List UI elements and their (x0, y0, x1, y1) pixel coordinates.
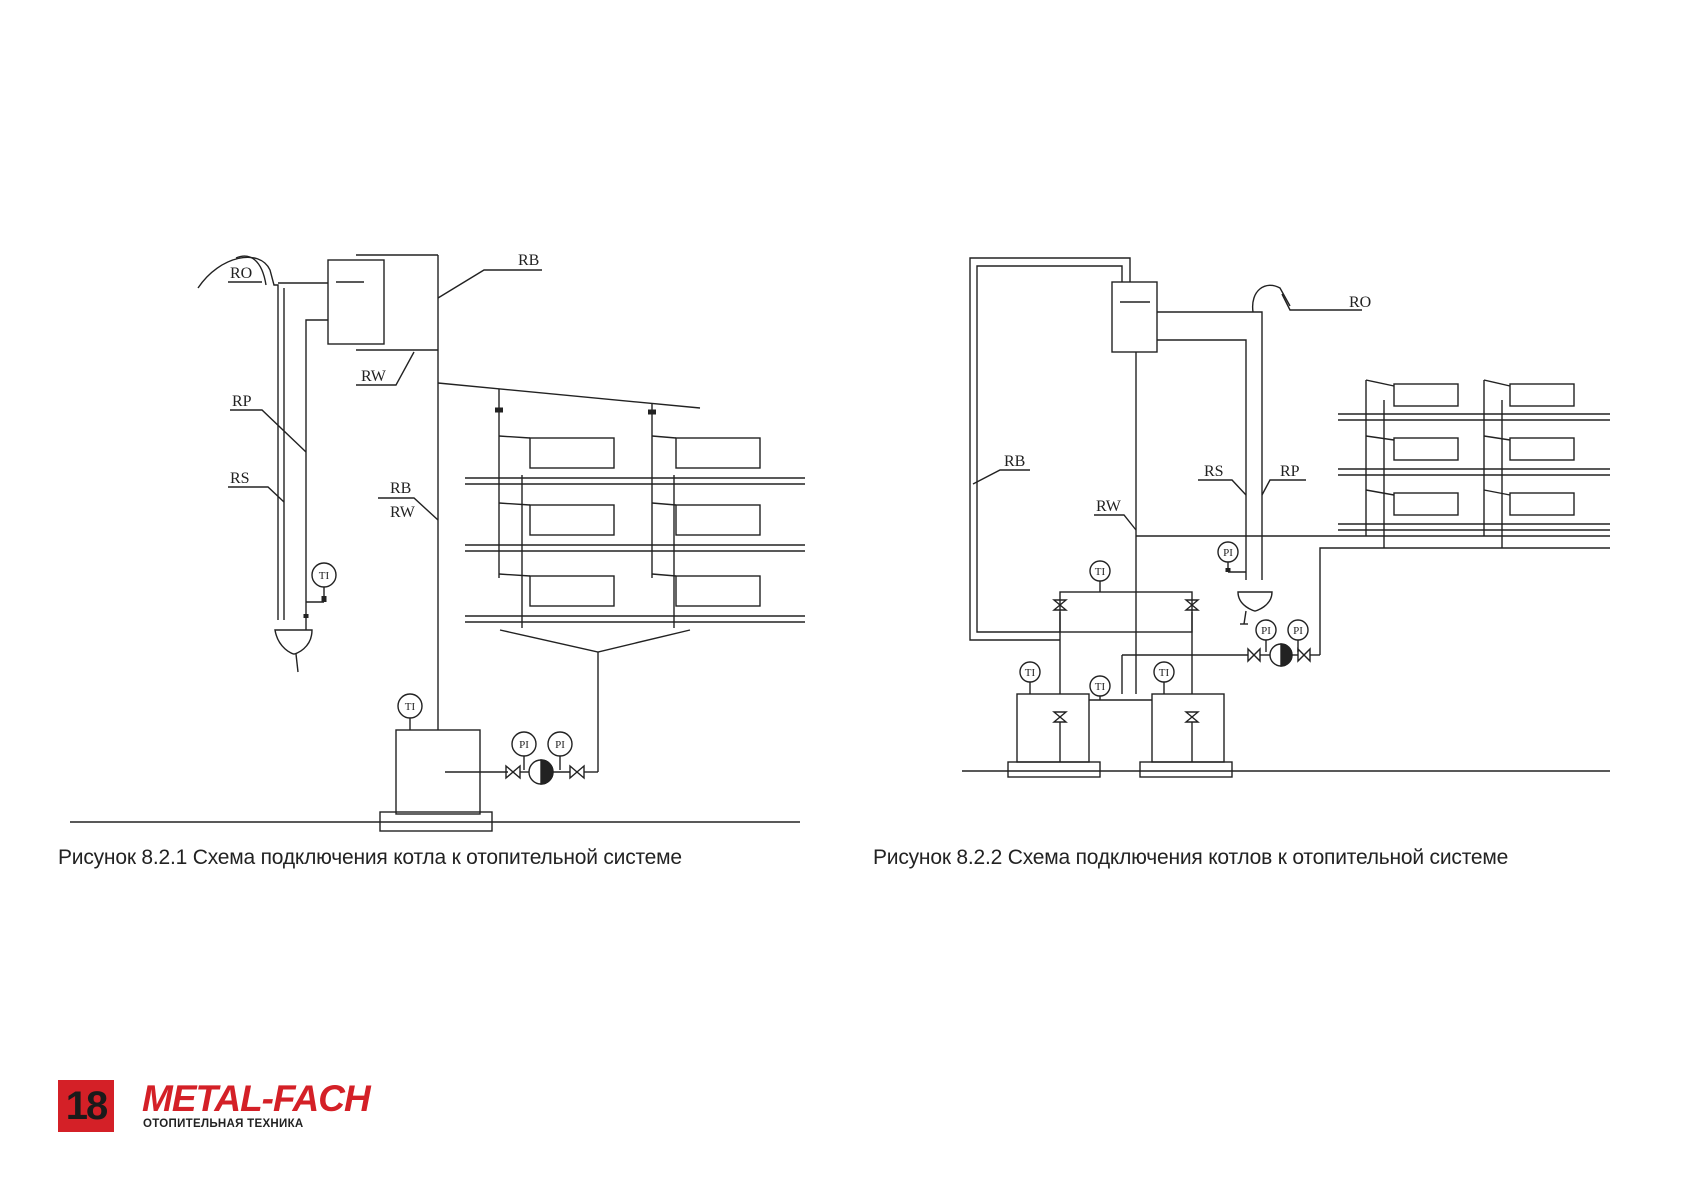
d2-collector (1059, 591, 1193, 633)
d2-pi-top: PI (1217, 541, 1246, 573)
d1-ti-left: TI (306, 562, 337, 603)
d1-label-rb-top: RB (518, 252, 539, 269)
d2-ti-boiler-1: TI (1019, 661, 1041, 694)
d2-boiler-2-base (1139, 761, 1233, 778)
d2-label-rp: RP (1280, 463, 1300, 480)
d1-ti-boiler: TI (397, 693, 423, 730)
d1-ti-boiler-label: TI (405, 701, 416, 713)
d1-drain-bowl (274, 629, 313, 655)
d2-ti-b2-label: TI (1159, 667, 1170, 679)
d2-rb-loop (969, 257, 1131, 641)
d1-label-rp: RP (232, 393, 252, 410)
d2-rp-pipe (1157, 311, 1263, 580)
d2-boiler-2 (1151, 693, 1225, 763)
d2-pi-1-label: PI (1261, 625, 1271, 637)
figure-caption-2: Рисунок 8.2.2 Схема подключения котлов к… (873, 846, 1509, 869)
d1-label-rs: RS (230, 470, 250, 487)
d2-expansion-vessel (1111, 281, 1158, 353)
d1-label-ro: RO (230, 265, 252, 282)
d2-pump-assembly: PI PI (1122, 619, 1320, 667)
d1-return-collector (499, 629, 691, 653)
d2-return-header (1319, 547, 1610, 655)
d1-label-rw-top: RW (361, 368, 387, 385)
d1-label-rw-mid: RW (390, 504, 416, 521)
d2-pi-2-label: PI (1293, 625, 1303, 637)
d1-expansion-vessel (327, 259, 385, 345)
d1-floor-lines (465, 477, 805, 623)
page-number: 18 (58, 1080, 114, 1132)
d2-floor-lines (1338, 413, 1610, 531)
d2-label-rs: RS (1204, 463, 1224, 480)
figure-caption-1: Рисунок 8.2.1 Схема подключения котла к … (58, 846, 682, 869)
d2-ti-boiler-2: TI (1153, 661, 1175, 694)
d2-label-rw: RW (1096, 498, 1122, 515)
d2-ti-mid-label: TI (1095, 681, 1106, 693)
d2-ti-top: TI (1089, 560, 1111, 592)
d1-label-rb-mid: RB (390, 480, 411, 497)
d1-rp-pipe (305, 319, 328, 610)
diagram-1-boiler-connection: TI TI (70, 252, 805, 832)
d1-overflow-pipe (197, 256, 279, 620)
d2-rs-pipe (1157, 339, 1247, 580)
brand-tagline: ОТОПИТЕЛЬНАЯ ТЕХНИКА (143, 1118, 304, 1130)
d2-label-rb: RB (1004, 453, 1025, 470)
d1-pi-2-label: PI (555, 739, 565, 751)
d1-pump-assembly: PI PI (505, 731, 598, 785)
diagram-2-boilers-connection: RO PI (962, 257, 1610, 778)
d1-ti-left-label: TI (319, 570, 330, 582)
d2-radiators (1365, 379, 1575, 516)
d1-boiler-base (379, 811, 493, 832)
d1-radiators (498, 435, 761, 607)
d1-supply-header (437, 382, 701, 409)
d2-boiler-valves (1052, 599, 1200, 762)
d2-pi-top-label: PI (1223, 547, 1233, 559)
d2-label-ro: RO (1349, 294, 1371, 311)
d2-ro-pipe (1252, 284, 1291, 313)
d2-boiler-1 (1016, 693, 1090, 763)
d2-ti-b1-label: TI (1025, 667, 1036, 679)
d2-drain-bowl (1237, 591, 1273, 612)
d2-boiler-1-base (1007, 761, 1101, 778)
d1-pi-1-label: PI (519, 739, 529, 751)
d2-ti-mid: TI (1089, 675, 1111, 700)
d2-ti-top-label: TI (1095, 566, 1106, 578)
brand-logo-text: METAL-FACH (142, 1078, 371, 1119)
